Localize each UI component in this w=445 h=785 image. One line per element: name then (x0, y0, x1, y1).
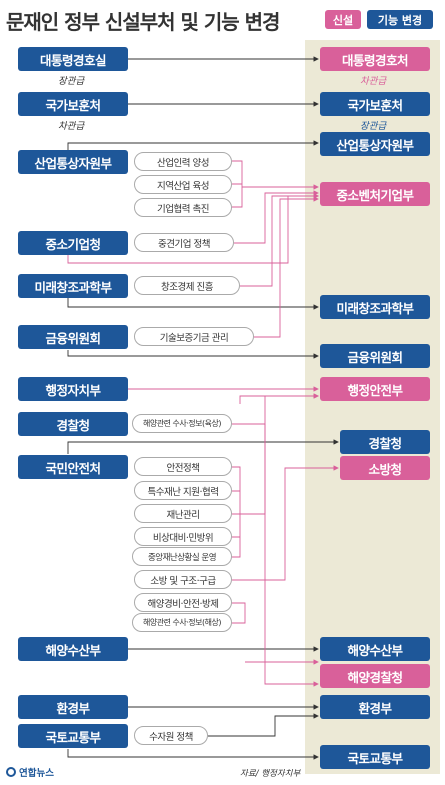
left-oceans-ministry: 해양수산부 (18, 637, 128, 661)
right-interior-safety-ministry: 행정안전부 (320, 377, 430, 401)
left-interior-ministry: 행정자치부 (18, 377, 128, 401)
line-disaster (232, 393, 319, 515)
left-veterans-ministry: 국가보훈처 (18, 92, 128, 116)
yonhap-logo: 연합뉴스 (6, 765, 54, 779)
yonhap-logo-text: 연합뉴스 (19, 768, 54, 779)
right-industry-ministry: 산업통상자원부 (320, 132, 430, 156)
function-business-cooperation: 기업협력 촉진 (134, 198, 232, 217)
function-central-disaster-situation-room: 중앙재난상황실 운영 (132, 547, 232, 566)
function-maritime-investigation-land: 해양관련 수사·정보(육상) (132, 414, 232, 433)
right-coast-guard: 해양경찰청 (320, 664, 430, 688)
left-veterans-rank: 차관급 (58, 121, 85, 132)
line-coast-group (232, 602, 318, 662)
line-creative (240, 193, 319, 287)
function-emergency-civil-defense: 비상대비·민방위 (134, 527, 232, 546)
line-water (208, 713, 319, 737)
right-presidential-security-rank: 차관급 (360, 76, 387, 87)
left-msip-ministry: 미래창조과학부 (18, 274, 128, 298)
function-maritime-investigation-sea: 해양관련 수사·정보(해상) (132, 613, 232, 632)
left-presidential-security-office: 대통령경호실 (18, 47, 128, 71)
right-veterans-ministry: 국가보훈처 (320, 92, 430, 116)
right-presidential-security-service: 대통령경호처 (320, 47, 430, 71)
line-safety-group (232, 396, 318, 558)
line-coast-land (232, 423, 319, 687)
right-financial-services-commission: 금융위원회 (320, 344, 430, 368)
function-safety-policy: 안전정책 (134, 457, 232, 476)
function-regional-industry: 지역산업 육성 (134, 175, 232, 194)
left-public-safety-ministry: 국민안전처 (18, 455, 128, 479)
right-oceans-ministry: 해양수산부 (320, 637, 430, 661)
yonhap-logo-icon (6, 767, 16, 777)
left-land-ministry: 국토교통부 (18, 724, 128, 748)
line-msit (67, 298, 319, 310)
function-creative-economy: 창조경제 진흥 (134, 276, 240, 295)
line-molit (67, 749, 319, 760)
legend-change: 기능 변경 (367, 10, 433, 29)
function-disaster-management: 재난관리 (134, 504, 232, 523)
function-special-disaster-support: 특수재난 지원·협력 (134, 481, 232, 500)
right-environment-ministry: 환경부 (320, 695, 430, 719)
line-fire (232, 465, 339, 581)
function-water-resources: 수자원 정책 (134, 726, 208, 745)
right-veterans-rank: 장관급 (360, 121, 387, 132)
source-note: 자료/ 행정자치부 (240, 769, 301, 779)
page-title: 문재인 정부 신설부처 및 기능 변경 (6, 10, 280, 34)
function-tech-guarantee-fund: 기술보증기금 관리 (134, 327, 254, 346)
left-presidential-security-rank: 장관급 (58, 76, 85, 87)
function-midsize-policy: 중견기업 정책 (134, 233, 234, 252)
line-fsc (67, 350, 319, 359)
function-maritime-security: 해양경비·안전·방제 (134, 593, 232, 612)
line-ind-group (232, 160, 318, 208)
left-police-agency: 경찰청 (18, 412, 128, 436)
line-kibo (254, 196, 319, 338)
function-fire-rescue: 소방 및 구조·구급 (134, 570, 232, 589)
left-financial-services-commission: 금융위원회 (18, 325, 128, 349)
function-industrial-workforce: 산업인력 양성 (134, 152, 232, 171)
right-police-agency: 경찰청 (340, 430, 430, 454)
left-sme-administration: 중소기업청 (18, 231, 128, 255)
right-land-ministry: 국토교통부 (320, 745, 430, 769)
line-police (67, 439, 339, 454)
line-midsize (234, 190, 319, 244)
legend-new: 신설 (325, 10, 361, 29)
right-sme-startups-ministry: 중소벤처기업부 (320, 182, 430, 206)
left-industry-ministry: 산업통상자원부 (18, 150, 128, 174)
left-environment-ministry: 환경부 (18, 695, 128, 719)
right-fire-agency: 소방청 (340, 456, 430, 480)
right-msip-ministry: 미래창조과학부 (320, 295, 430, 319)
